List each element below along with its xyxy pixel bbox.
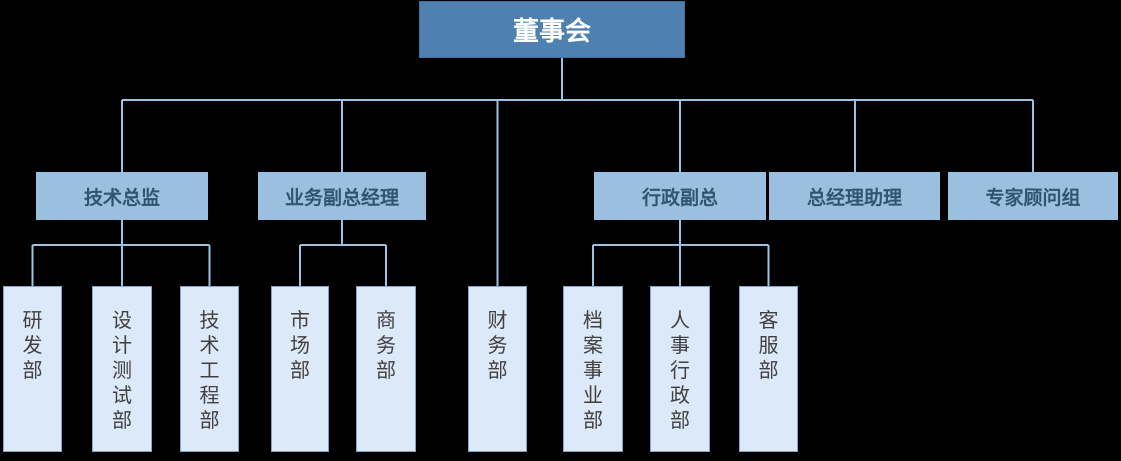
org-node-gm-assistant: 总经理助理 xyxy=(769,172,940,220)
org-node-rnd-dept: 研 发 部 xyxy=(3,286,62,452)
org-node-label: 总经理助理 xyxy=(806,186,902,209)
org-node-label: 人 事 行 政 部 xyxy=(670,308,690,432)
org-node-label: 技术总监 xyxy=(83,186,160,209)
org-node-label: 业务副总经理 xyxy=(284,186,399,209)
org-node-business-deputy-gm: 业务副总经理 xyxy=(258,172,426,220)
org-node-design-test-dept: 设 计 测 试 部 xyxy=(92,286,152,452)
org-node-label: 财 务 部 xyxy=(487,308,508,382)
org-node-customer-service-dept: 客 服 部 xyxy=(739,286,798,452)
org-node-finance-dept: 财 务 部 xyxy=(468,286,527,452)
org-node-label: 档 案 事 业 部 xyxy=(583,308,603,432)
org-node-label: 董事会 xyxy=(512,17,591,47)
org-node-marketing-dept: 市 场 部 xyxy=(271,286,329,452)
org-node-hr-admin-dept: 人 事 行 政 部 xyxy=(650,286,710,452)
org-node-label: 研 发 部 xyxy=(22,308,43,382)
org-node-tech-engineering-dept: 技 术 工 程 部 xyxy=(180,286,239,452)
org-node-label: 商 务 部 xyxy=(376,308,396,382)
org-node-expert-advisory-group: 专家顾问组 xyxy=(948,172,1118,220)
org-node-label: 行政副总 xyxy=(641,186,718,209)
org-node-label: 专家顾问组 xyxy=(985,186,1081,209)
org-node-commerce-dept: 商 务 部 xyxy=(356,286,416,452)
org-node-admin-deputy: 行政副总 xyxy=(594,172,766,220)
org-node-label: 客 服 部 xyxy=(758,308,779,382)
org-node-label: 市 场 部 xyxy=(290,308,310,382)
org-node-label: 技 术 工 程 部 xyxy=(199,308,220,432)
org-node-board-of-directors: 董事会 xyxy=(419,1,685,58)
org-node-archives-dept: 档 案 事 业 部 xyxy=(563,286,623,452)
org-node-tech-director: 技术总监 xyxy=(36,172,208,220)
org-node-label: 设 计 测 试 部 xyxy=(112,308,132,432)
